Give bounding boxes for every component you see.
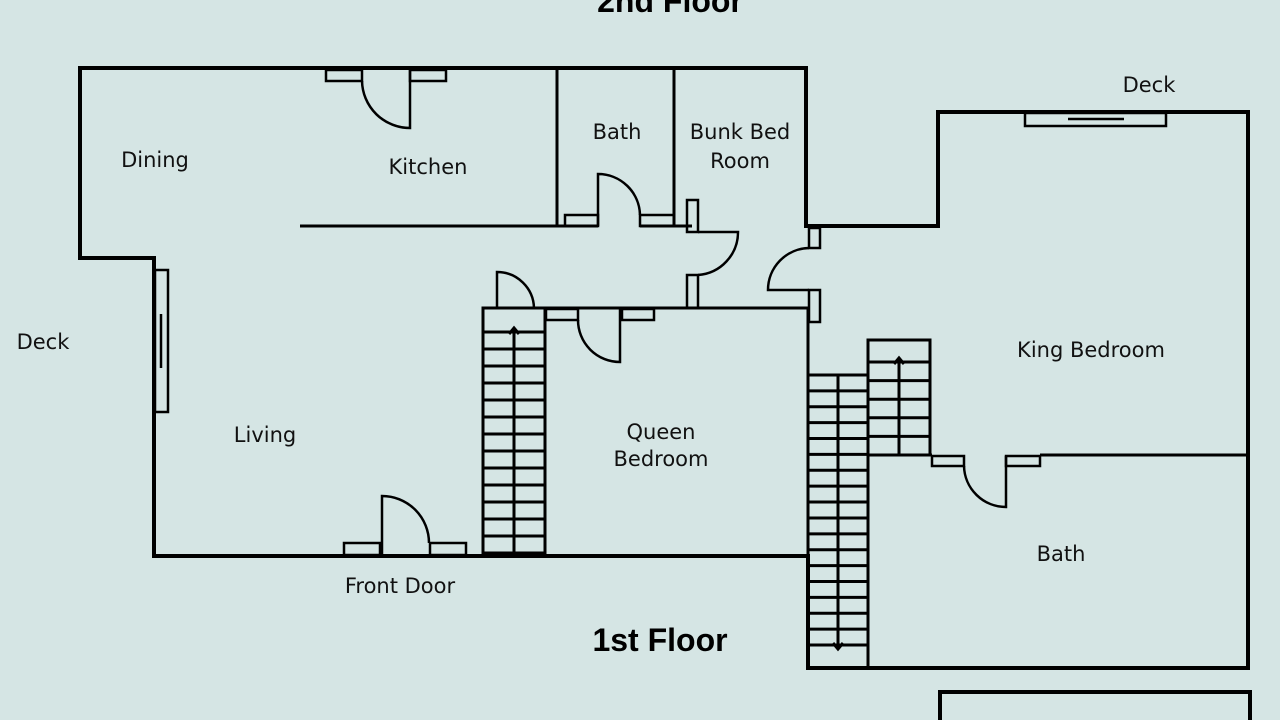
bath-door-lower: [930, 454, 1042, 509]
window-deck: [1023, 111, 1168, 128]
label-deck-left: Deck: [17, 330, 71, 354]
arrow-down-icon: [831, 642, 845, 652]
room-label-bath-lower: Bath: [1037, 542, 1086, 566]
kitchen-door: [324, 68, 448, 130]
window-left: [153, 268, 170, 414]
room-label-king: King Bedroom: [1017, 338, 1165, 362]
bath-door-upper: [563, 172, 676, 228]
label-deck-right: Deck: [1123, 73, 1177, 97]
stair-door: [495, 270, 536, 309]
room-label-bunk-2: Room: [710, 149, 770, 173]
room-label-living: Living: [234, 423, 296, 447]
arrow-up-icon: [507, 325, 521, 335]
front-door: [342, 494, 468, 557]
bunk-room-door: [685, 198, 740, 310]
queen-door: [544, 307, 656, 364]
room-label-queen-2: Bedroom: [614, 447, 709, 471]
lower-structure: [938, 690, 1252, 720]
room-label-queen-1: Queen: [627, 420, 696, 444]
staircase-right-upper: [866, 338, 932, 457]
floor-title-upper: 2nd Floor: [597, 0, 743, 19]
king-hall-door: [766, 226, 822, 324]
staircase-right-lower: [806, 373, 870, 670]
room-label-kitchen: Kitchen: [389, 155, 468, 179]
label-front-door: Front Door: [345, 574, 456, 598]
room-label-bunk-1: Bunk Bed: [690, 120, 791, 144]
staircase-left: [481, 306, 547, 555]
arrow-up-icon: [892, 355, 906, 365]
outer-wall: [78, 66, 1250, 670]
room-label-bath-upper: Bath: [593, 120, 642, 144]
room-label-dining: Dining: [121, 148, 189, 172]
floor-title-lower: 1st Floor: [592, 622, 727, 658]
